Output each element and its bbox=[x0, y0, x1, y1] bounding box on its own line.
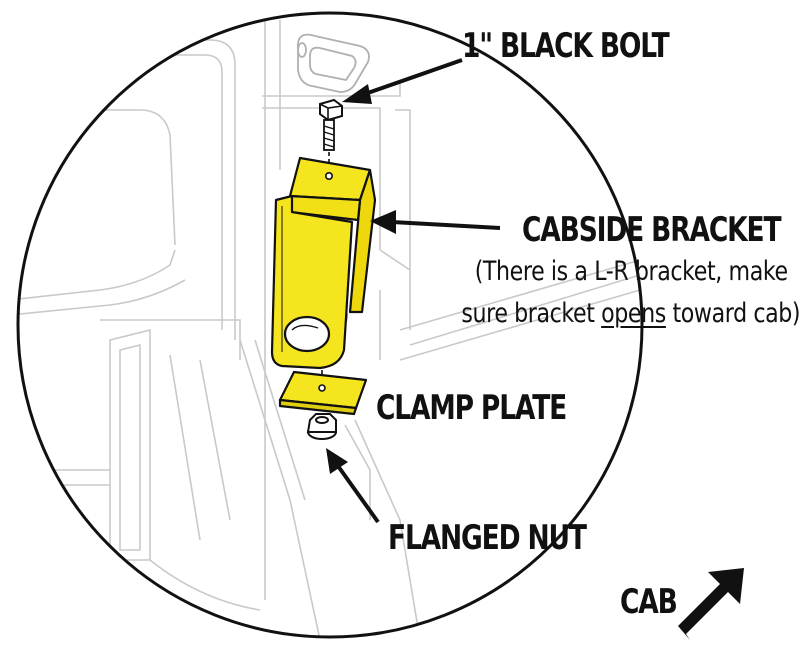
cabside-bracket bbox=[270, 156, 377, 370]
vehicle-frame-lines bbox=[18, 20, 641, 637]
note-text-pre: sure bracket bbox=[461, 298, 601, 329]
black-bolt bbox=[319, 98, 343, 170]
cab-direction-arrow-icon bbox=[678, 568, 744, 640]
label-cab: CAB bbox=[620, 582, 678, 622]
bracket-note-line1: (There is a L-R bracket, make bbox=[475, 256, 788, 287]
note-text-post: toward cab) bbox=[665, 298, 800, 329]
flanged-nut bbox=[306, 413, 337, 440]
label-cabside-bracket: CABSIDE BRACKET bbox=[522, 210, 782, 250]
bracket-note-line2: sure bracket opens toward cab) bbox=[461, 298, 800, 329]
label-clamp-plate: CLAMP PLATE bbox=[376, 388, 567, 428]
clamp-plate bbox=[278, 370, 368, 416]
arrow-icon bbox=[326, 58, 501, 524]
label-black-bolt: 1" BLACK BOLT bbox=[462, 26, 670, 66]
label-flanged-nut: FLANGED NUT bbox=[388, 518, 587, 558]
note-text-underlined: opens bbox=[600, 298, 666, 329]
detail-circle bbox=[16, 11, 644, 639]
